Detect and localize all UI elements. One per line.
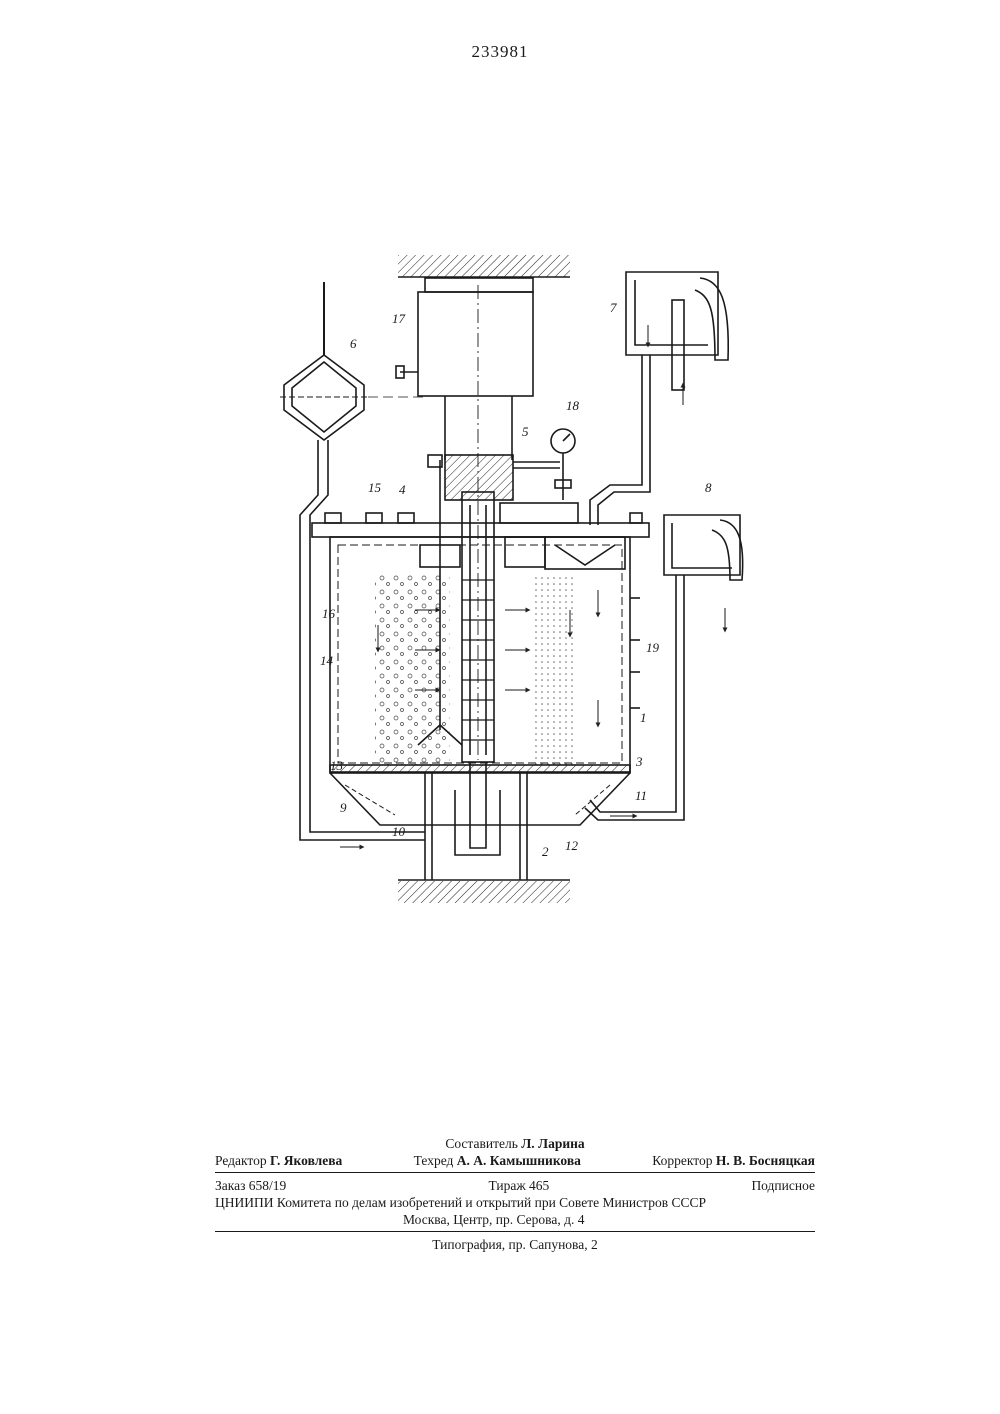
techred-name: А. А. Камышникова xyxy=(457,1153,581,1168)
printing-house: Типография, пр. Сапунова, 2 xyxy=(432,1236,598,1253)
colophon: Составитель Л. Ларина Редактор Г. Яковле… xyxy=(215,1135,815,1253)
editor-name: Г. Яковлева xyxy=(270,1153,342,1168)
label-3: 3 xyxy=(635,754,643,769)
label-10: 10 xyxy=(392,824,406,839)
label-14: 14 xyxy=(320,653,334,668)
lid xyxy=(312,523,649,537)
compiler-name: Л. Ларина xyxy=(521,1135,584,1152)
label-7: 7 xyxy=(610,300,617,315)
compiler-label: Составитель xyxy=(445,1135,518,1152)
editor-label: Редактор xyxy=(215,1153,267,1168)
bottom-cone xyxy=(330,773,630,825)
label-15: 15 xyxy=(368,480,382,495)
label-6: 6 xyxy=(350,336,357,351)
corrector-name: Н. В. Босняцкая xyxy=(716,1153,815,1168)
address: Москва, Центр, пр. Серова, д. 4 xyxy=(403,1211,584,1228)
label-11: 11 xyxy=(635,788,647,803)
corrector-label: Корректор xyxy=(652,1153,712,1168)
order-number: Заказ 658/19 xyxy=(215,1177,286,1194)
actuator-17 xyxy=(418,292,533,396)
print-run: Тираж 465 xyxy=(488,1177,549,1194)
bottom-support xyxy=(398,881,570,903)
label-12: 12 xyxy=(565,838,579,853)
label-4: 4 xyxy=(399,482,406,497)
label-17: 17 xyxy=(392,311,406,326)
apparatus-diagram: 1 2 3 4 5 6 7 8 9 10 11 12 13 14 15 16 1… xyxy=(0,0,1000,1000)
label-5: 5 xyxy=(522,424,529,439)
subscription: Подписное xyxy=(751,1177,815,1194)
column-cap xyxy=(425,278,533,292)
vessel-8 xyxy=(664,515,740,575)
label-9: 9 xyxy=(340,800,347,815)
top-support xyxy=(398,255,570,277)
techred-label: Техред xyxy=(414,1153,454,1168)
label-2: 2 xyxy=(542,844,549,859)
label-16: 16 xyxy=(322,606,336,621)
label-13: 13 xyxy=(330,758,344,773)
label-8: 8 xyxy=(705,480,712,495)
label-1: 1 xyxy=(640,710,647,725)
label-19: 19 xyxy=(646,640,660,655)
institute: ЦНИИПИ Комитета по делам изобретений и о… xyxy=(215,1194,706,1211)
label-18: 18 xyxy=(566,398,580,413)
